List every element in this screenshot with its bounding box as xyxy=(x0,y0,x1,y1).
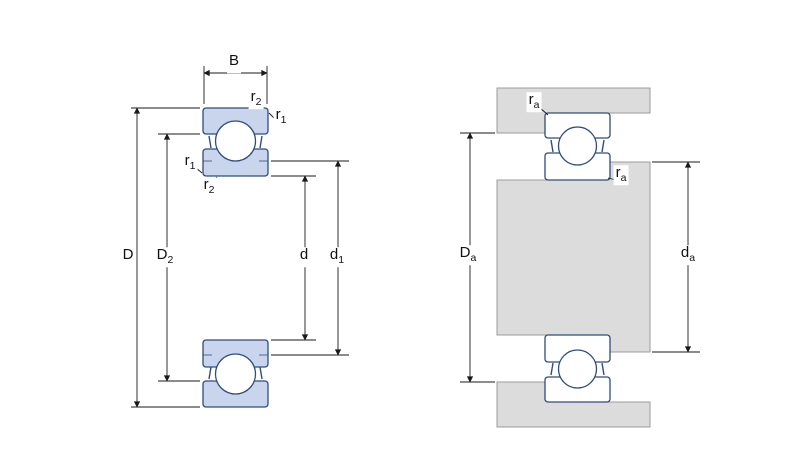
dim-label-ra-housing: ra xyxy=(526,91,542,112)
shield-upper-left xyxy=(208,135,212,149)
shield-lower-left-mounted xyxy=(550,362,554,376)
ball-lower-mounted xyxy=(557,349,598,389)
ball-lower xyxy=(214,353,257,395)
dim-label-ra-shaft: ra xyxy=(613,164,629,185)
shield-upper-right-mounted xyxy=(601,139,605,153)
dim-label-r1-upper: r1 xyxy=(273,106,289,127)
shield-lower-left xyxy=(208,366,212,380)
shield-lower-right xyxy=(259,366,263,380)
dim-label-Da: Da xyxy=(457,244,479,265)
dim-label-D: D xyxy=(120,246,136,267)
ball-upper xyxy=(214,120,257,162)
dim-label-r2-upper: r2 xyxy=(248,88,264,109)
dim-label-da: da xyxy=(678,244,698,265)
right-figure-mounting xyxy=(460,87,700,428)
ball-upper-mounted xyxy=(557,126,598,166)
dim-label-D2: D2 xyxy=(154,246,176,267)
dim-label-r2-inner: r2 xyxy=(201,176,217,197)
shield-upper-left-mounted xyxy=(550,139,554,153)
dim-label-B: B xyxy=(226,52,242,73)
dim-label-d1: d1 xyxy=(327,246,347,267)
shaft xyxy=(496,161,651,353)
dim-label-d: d xyxy=(297,246,311,267)
shield-lower-right-mounted xyxy=(601,362,605,376)
left-figure-cross-section xyxy=(131,66,349,408)
shield-upper-right xyxy=(259,135,263,149)
dim-label-r1-inner: r1 xyxy=(182,152,198,173)
